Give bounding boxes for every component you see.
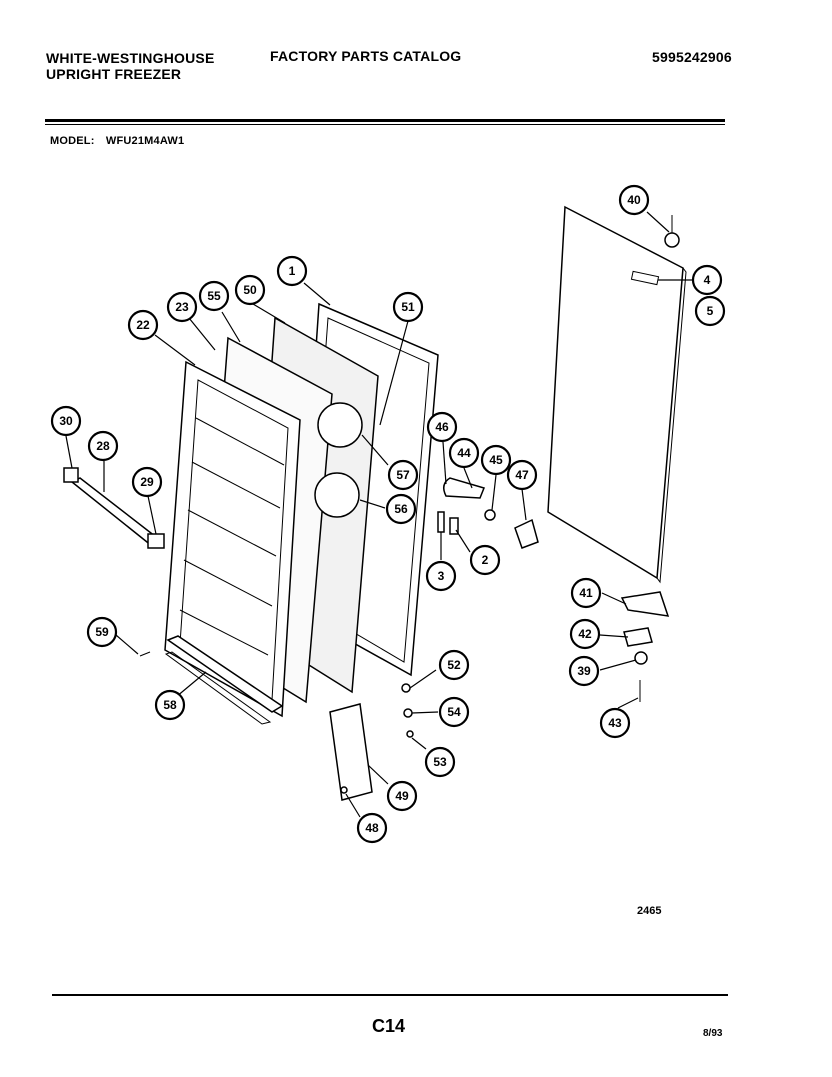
callout-39-label: 39 [577,664,591,678]
callout-50: 50 [234,274,266,306]
callout-30-label: 30 [59,414,73,428]
callout-52-label: 52 [447,658,461,672]
callout-30: 30 [50,405,82,437]
callout-53-label: 53 [433,755,447,769]
callout-39: 39 [568,655,600,687]
callout-2-label: 2 [482,553,489,567]
callout-59: 59 [86,616,118,648]
figure-number: 2465 [637,905,662,917]
page-code: C14 [372,1016,406,1036]
callout-48-label: 48 [365,821,379,835]
door-hinge-bushing [664,215,680,248]
callout-49-label: 49 [395,789,409,803]
callout-46-label: 46 [435,420,449,434]
callout-45: 45 [480,444,512,476]
callout-52: 52 [438,649,470,681]
callout-5-label: 5 [707,304,714,318]
callout-49: 49 [386,780,418,812]
catalog-title: FACTORY PARTS CATALOG [270,48,462,64]
callout-3-label: 3 [438,569,445,583]
callout-41: 41 [570,577,602,609]
callout-2: 2 [469,544,501,576]
callout-46: 46 [426,411,458,443]
callout-57-label: 57 [396,468,410,482]
header-rule-top [45,119,725,122]
callout-45-label: 45 [489,453,503,467]
callout-57: 57 [387,459,419,491]
callout-48: 48 [356,812,388,844]
brand-name: WHITE-WESTINGHOUSE [46,50,215,66]
callout-59-label: 59 [95,625,109,639]
callout-22-label: 22 [136,318,150,332]
callout-47-label: 47 [515,468,529,482]
callout-56: 56 [385,493,417,525]
kick-plate [164,635,284,725]
product-type: UPRIGHT FREEZER [46,66,182,82]
callout-3: 3 [425,560,457,592]
callout-4-label: 4 [704,273,711,287]
callout-42: 42 [569,618,601,650]
callout-4: 4 [691,264,723,296]
callout-58-label: 58 [163,698,177,712]
callout-51-label: 51 [401,300,415,314]
header-rule-bottom [45,124,725,125]
callout-55-label: 55 [207,289,221,303]
callout-44: 44 [448,437,480,469]
callout-29: 29 [131,466,163,498]
callout-28: 28 [87,430,119,462]
hinge-parts [620,591,670,702]
callout-43-label: 43 [608,716,622,730]
callout-54-label: 54 [447,705,461,719]
callout-5: 5 [694,295,726,327]
callout-28-label: 28 [96,439,110,453]
model-line: MODEL: WFU21M4AW1 [50,133,184,149]
leader-lines [65,211,692,818]
callout-1: 1 [276,255,308,287]
callout-58: 58 [154,689,186,721]
callout-55: 55 [198,280,230,312]
callout-22: 22 [127,309,159,341]
model-label: MODEL: [50,135,95,147]
publication-date: 8/93 [703,1028,723,1039]
callout-43: 43 [599,707,631,739]
callout-23-label: 23 [175,300,189,314]
brand-block: WHITE-WESTINGHOUSE UPRIGHT FREEZER [46,50,214,82]
callout-50-label: 50 [243,283,257,297]
callout-47: 47 [506,459,538,491]
door-liner-assembly [164,302,439,718]
footer-rule [52,994,728,996]
callout-40: 40 [618,184,650,216]
callout-44-label: 44 [457,446,471,460]
outer-door-panel [547,205,687,584]
callout-54: 54 [438,696,470,728]
callout-53: 53 [424,746,456,778]
callout-29-label: 29 [140,475,154,489]
callout-51: 51 [392,291,424,323]
callout-23: 23 [166,291,198,323]
callout-42-label: 42 [578,627,592,641]
document-number: 5995242906 [652,49,732,65]
bottom-bracket-parts [139,651,414,801]
callout-56-label: 56 [394,502,408,516]
handle-parts [437,477,539,549]
shelf-rail [63,467,165,549]
model-number: WFU21M4AW1 [105,135,185,147]
callout-41-label: 41 [579,586,593,600]
callout-40-label: 40 [627,193,641,207]
callout-1-label: 1 [289,264,296,278]
